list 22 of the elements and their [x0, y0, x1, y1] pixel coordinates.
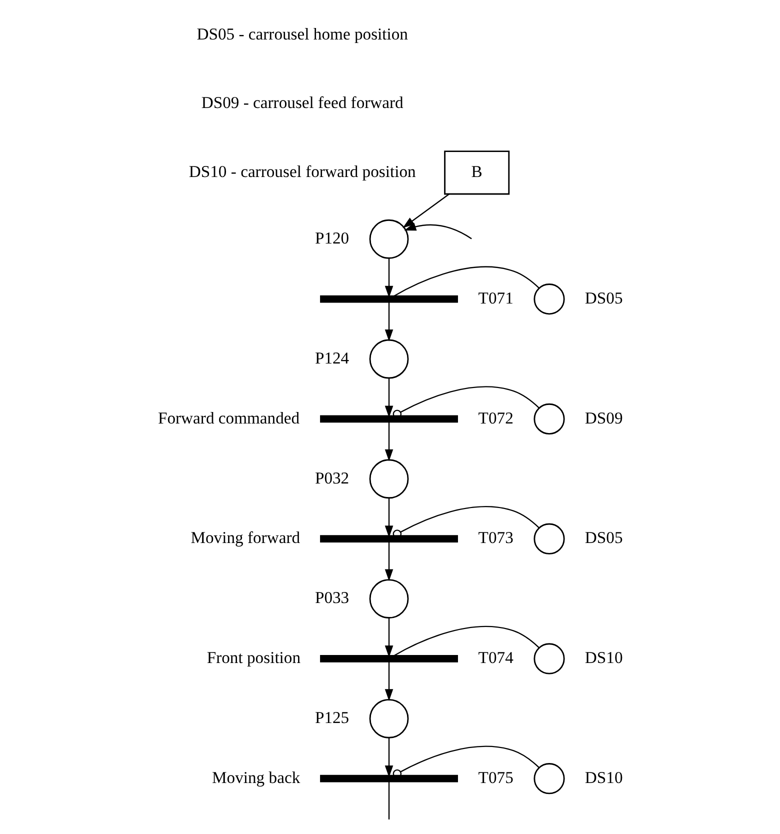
node-label: Front position — [206, 648, 300, 668]
label: DS05 - carrousel home position — [196, 24, 408, 44]
node-label: DS10 — [584, 648, 622, 668]
node-label: Moving forward — [190, 528, 300, 548]
node-label: T072 — [478, 408, 513, 428]
label: DS09 - carrousel feed forward — [200, 93, 403, 112]
node-label: P124 — [314, 348, 349, 368]
node-label: P032 — [314, 468, 349, 488]
node-label: DS05 — [584, 528, 622, 548]
node-label: Forward commanded — [157, 408, 300, 428]
node-label: DS09 — [584, 408, 622, 428]
node-label: T071 — [478, 288, 513, 308]
node-label: T074 — [478, 648, 513, 668]
node-label: P033 — [314, 588, 349, 608]
node-label: T075 — [478, 768, 513, 787]
node-label: Moving back — [212, 768, 300, 787]
node-label: P120 — [314, 228, 349, 248]
node-label: DS10 — [584, 768, 622, 787]
node-label: DS05 — [584, 288, 622, 308]
label: DS10 - carrousel forward position — [188, 162, 416, 182]
node-label: P125 — [314, 708, 349, 728]
node-label: T073 — [478, 528, 513, 548]
